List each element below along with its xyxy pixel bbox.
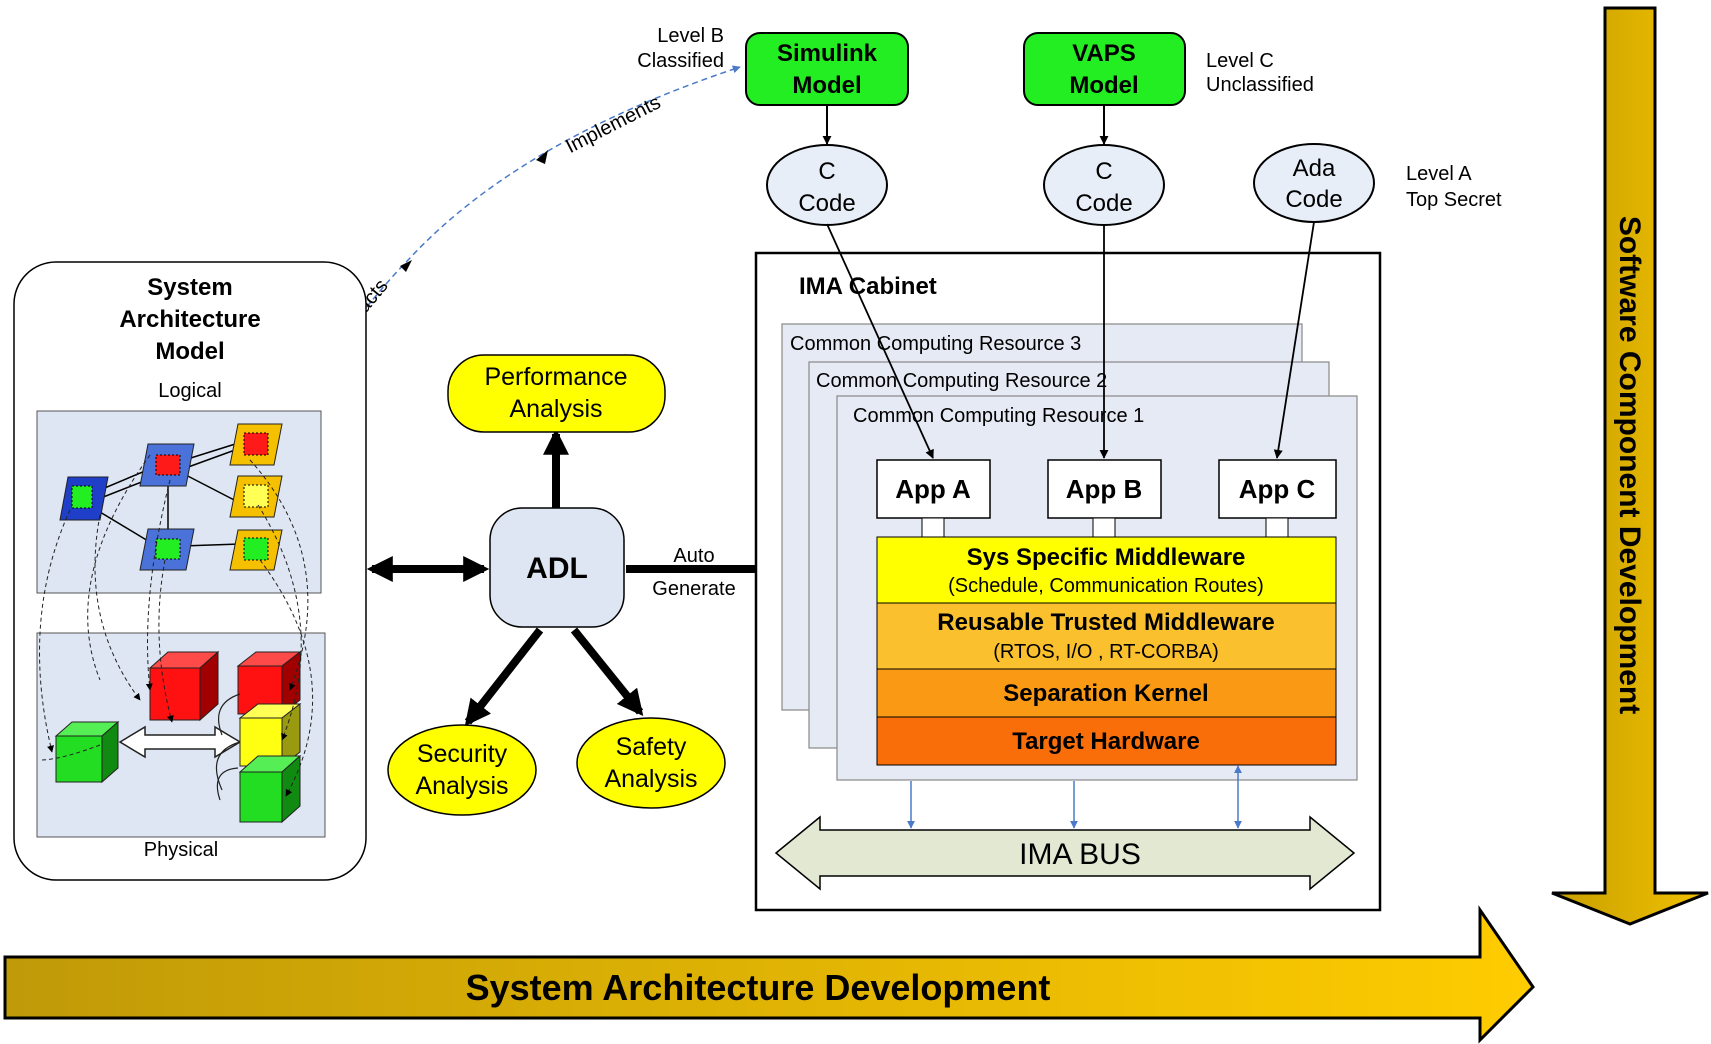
- performance-line1: Performance: [484, 363, 627, 391]
- safety-line1: Safety: [616, 733, 687, 761]
- software-development-arrow: Software Component Development: [1551, 6, 1709, 926]
- sys-specific-sub: (Schedule, Communication Routes): [948, 575, 1264, 597]
- level-c-line1: Level C: [1206, 50, 1274, 72]
- app-b-label: App B: [1066, 474, 1143, 504]
- ada-code: Ada Code: [1253, 143, 1375, 223]
- vaps-model-line2: Model: [1069, 72, 1138, 99]
- sam-title-line1: System: [147, 274, 232, 301]
- hardware-title: Target Hardware: [1012, 728, 1200, 755]
- simulink-model: Simulink Model: [745, 32, 909, 106]
- app-c: App C: [1218, 459, 1337, 538]
- mapping-curves: [39, 454, 314, 797]
- adl-label: ADL: [526, 552, 588, 585]
- level-c-line2: Unclassified: [1206, 74, 1314, 96]
- level-a-line1: Level A: [1406, 163, 1472, 185]
- level-b-line2: Classified: [637, 50, 724, 72]
- vaps-model: VAPS Model: [1023, 32, 1186, 106]
- ada-code-line1: Ada: [1293, 155, 1336, 182]
- c-code-2: C Code: [1043, 144, 1165, 226]
- c-code-2-line1: C: [1095, 158, 1112, 185]
- system-architecture-model: System Architecture Model Logical: [13, 261, 367, 881]
- middleware-stack: Sys Specific Middleware (Schedule, Commu…: [876, 536, 1337, 766]
- level-b-line1: Level B: [657, 25, 724, 47]
- ima-cabinet: IMA Cabinet Common Computing Resource 3 …: [754, 221, 1382, 912]
- ada-code-line2: Code: [1285, 186, 1342, 213]
- adl-node: ADL: [489, 507, 625, 628]
- simulink-model-line2: Model: [792, 72, 861, 99]
- security-analysis: Security Analysis: [387, 724, 537, 816]
- level-a-line2: Top Secret: [1406, 189, 1502, 211]
- software-development-label: Software Component Development: [1613, 216, 1646, 714]
- reusable-title: Reusable Trusted Middleware: [937, 609, 1274, 636]
- c-code-1: C Code: [766, 144, 888, 226]
- safety-line2: Analysis: [604, 765, 697, 793]
- system-development-arrow: System Architecture Development: [3, 905, 1535, 1044]
- ima-bus: IMA BUS: [774, 815, 1356, 891]
- app-b: App B: [1047, 459, 1162, 538]
- reusable-sub: (RTOS, I/O , RT-CORBA): [993, 641, 1219, 663]
- c-code-1-line2: Code: [798, 190, 855, 217]
- performance-line2: Analysis: [509, 395, 602, 423]
- c-code-1-line1: C: [818, 158, 835, 185]
- sys-specific-title: Sys Specific Middleware: [967, 544, 1246, 571]
- safety-analysis: Safety Analysis: [576, 717, 726, 809]
- app-a: App A: [876, 459, 991, 538]
- ima-cabinet-title: IMA Cabinet: [799, 273, 937, 300]
- sam-logical-label: Logical: [158, 380, 221, 402]
- ccr-2-label: Common Computing Resource 2: [816, 370, 1107, 392]
- simulink-model-line1: Simulink: [777, 40, 878, 67]
- auto-generate-line2: Generate: [652, 578, 735, 600]
- ccr-3-label: Common Computing Resource 3: [790, 333, 1081, 355]
- vaps-model-line1: VAPS: [1072, 40, 1136, 67]
- app-a-label: App A: [895, 474, 971, 504]
- ccr-1-label: Common Computing Resource 1: [853, 405, 1144, 427]
- c-code-2-line2: Code: [1075, 190, 1132, 217]
- ima-bus-label: IMA BUS: [1019, 838, 1141, 871]
- performance-analysis: Performance Analysis: [447, 354, 666, 433]
- physical-view: [36, 632, 326, 838]
- system-development-label: System Architecture Development: [466, 967, 1051, 1008]
- security-line2: Analysis: [415, 772, 508, 800]
- logical-view: [36, 410, 322, 594]
- kernel-title: Separation Kernel: [1003, 680, 1208, 707]
- security-line1: Security: [417, 740, 508, 768]
- app-c-label: App C: [1239, 474, 1316, 504]
- sam-physical-label: Physical: [144, 839, 218, 861]
- sam-title-line2: Architecture: [119, 306, 260, 333]
- implements-label: Implements: [562, 91, 664, 158]
- sam-title-line3: Model: [155, 338, 224, 365]
- auto-generate-line1: Auto: [673, 545, 714, 567]
